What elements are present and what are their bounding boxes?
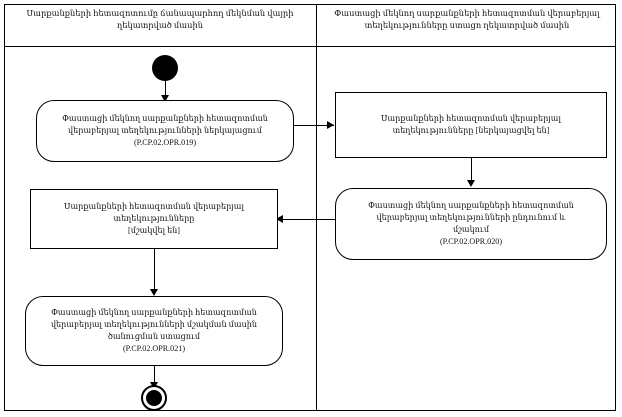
activity-node-opr-020[interactable]: Փաստացի մեկնող սարքանքների հետազոտման վե… (335, 188, 607, 260)
arrowhead-020-to-processed (276, 215, 283, 223)
edge-processed-to-021 (154, 249, 155, 293)
activity-node-opr-021[interactable]: Փաստացի մեկնող սարքանքների հետազոտման վե… (25, 296, 283, 366)
swimlane-divider (316, 4, 317, 411)
object-node-info-processed-label: Սարքանքների հետազոտման վերաբերյալ տեղեկո… (64, 201, 244, 236)
edge-021-to-end (154, 366, 155, 386)
activity-node-opr-020-label: Փաստացի մեկնող սարքանքների հետազոտման վե… (368, 200, 574, 247)
diagram-frame (4, 4, 616, 411)
arrowhead-start-to-019 (161, 95, 169, 102)
arrowhead-019-to-presented (327, 121, 334, 129)
initial-node[interactable] (152, 55, 178, 81)
object-node-info-presented[interactable]: Սարքանքների հետազոտման վերաբերյալ տեղեկո… (335, 92, 607, 158)
activity-node-opr-019[interactable]: Փաստացի մեկնող սարքանքների հետազոտման վե… (36, 100, 294, 162)
activity-node-opr-019-label: Փաստացի մեկնող սարքանքների հետազոտման վե… (62, 113, 268, 148)
edge-presented-to-020 (471, 158, 472, 182)
arrowhead-presented-to-020 (467, 180, 475, 187)
swimlane-header-left: Սարքանքների հետազոտումը ճանապարհող մեկնմ… (26, 9, 294, 31)
edge-start-to-019 (165, 81, 166, 97)
activity-node-opr-021-label: Փաստացի մեկնող սարքանքների հետազոտման վե… (50, 307, 258, 354)
edge-020-to-processed (277, 219, 335, 220)
object-node-info-processed[interactable]: Սարքանքների հետազոտման վերաբերյալ տեղեկո… (30, 189, 278, 249)
arrowhead-processed-to-021 (150, 289, 158, 296)
final-node[interactable] (141, 385, 167, 411)
swimlane-header-right: Փաստացի մեկնող սարքանքների հետազոտման վե… (334, 9, 600, 31)
edge-019-to-presented (294, 125, 334, 126)
swimlane-header-rule (4, 46, 616, 47)
object-node-info-presented-label: Սարքանքների հետազոտման վերաբերյալ տեղեկո… (381, 113, 561, 135)
